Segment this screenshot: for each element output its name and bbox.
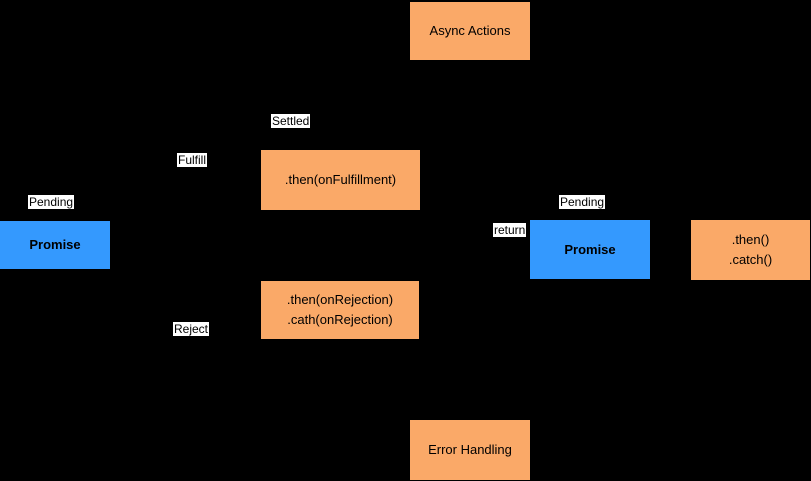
- node-async-actions[interactable]: Async Actions: [410, 2, 530, 60]
- edge-label-settled: Settled: [271, 114, 311, 128]
- node-then-onrejection-line1: .then(onRejection): [286, 292, 394, 307]
- node-then-onrejection[interactable]: .then(onRejection) .cath(onRejection): [261, 281, 419, 339]
- node-error-handling-label: Error Handling: [428, 442, 512, 457]
- node-then-onfulfillment[interactable]: .then(onFulfillment): [261, 150, 420, 210]
- edge-label-pending-right: Pending: [559, 195, 606, 209]
- node-promise-left-label: Promise: [29, 237, 81, 252]
- node-async-actions-label: Async Actions: [429, 23, 511, 38]
- node-promise-right[interactable]: Promise: [530, 220, 650, 279]
- node-error-handling[interactable]: Error Handling: [410, 420, 530, 480]
- node-then-catch[interactable]: .then() .catch(): [691, 220, 810, 280]
- node-promise-left[interactable]: Promise: [0, 221, 110, 269]
- node-then-catch-line2: .catch(): [728, 252, 773, 267]
- node-then-onrejection-line2: .cath(onRejection): [287, 312, 393, 327]
- node-then-catch-line1: .then(): [731, 232, 770, 247]
- edge-label-pending-left: Pending: [28, 195, 75, 209]
- edge-label-reject: Reject: [173, 322, 210, 336]
- edge-label-return: return: [493, 223, 527, 237]
- node-promise-right-label: Promise: [564, 241, 616, 257]
- edge-label-fulfill: Fulfill: [177, 153, 208, 167]
- node-then-onfulfillment-label: .then(onFulfillment): [284, 172, 397, 187]
